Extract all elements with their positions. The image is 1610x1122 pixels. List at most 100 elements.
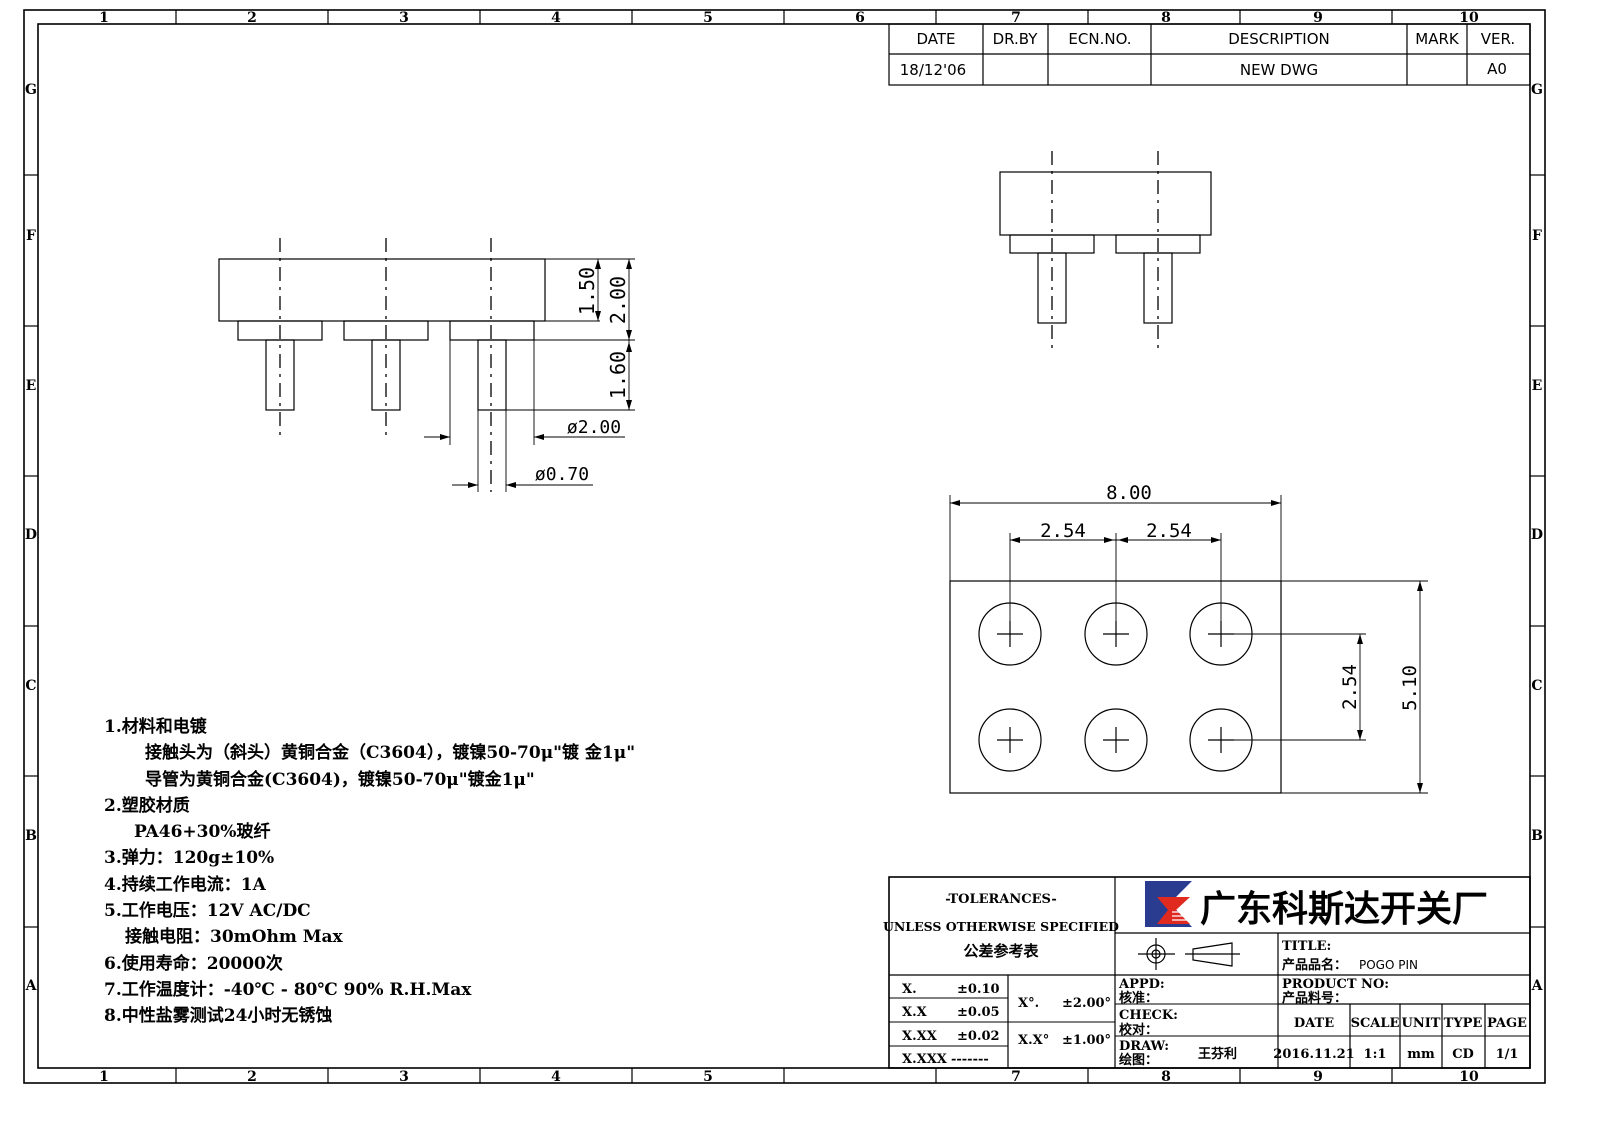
rev-header-date: DATE [916, 30, 955, 48]
technical-notes: 1.材料和电镀 接触头为（斜头）黄铜合金（C3604），镀镍50-70μ"镀 金… [104, 714, 635, 1030]
note-line: 8.中性盐雾测试24小时无锈蚀 [104, 1006, 333, 1027]
rev-date-value: 18/12'06 [900, 61, 966, 79]
revision-table: DATE DR.BY ECN.NO. DESCRIPTION MARK VER.… [888, 23, 1531, 86]
col-label-bottom-2: 2 [247, 1069, 257, 1085]
col-label-top-1: 1 [99, 10, 109, 26]
dim-body-height: 1.50 [575, 267, 599, 315]
dim-head-diameter: ø2.00 [567, 417, 621, 438]
drawer-name: 王芬利 [1198, 1046, 1237, 1062]
info-value-scale: 1:1 [1364, 1047, 1387, 1062]
col-label-bottom-1: 1 [99, 1069, 109, 1085]
appd-cn: 核准： [1119, 990, 1158, 1006]
top-view-body [949, 580, 1282, 794]
note-line: 3.弹力：120g±10% [104, 848, 275, 869]
dim-pin-length: 1.60 [606, 351, 630, 399]
row-label-right-d: D [1531, 527, 1543, 543]
dim-overall-width: 5.10 [1399, 665, 1421, 711]
info-header-scale: SCALE [1351, 1016, 1400, 1031]
col-label-bottom-9: 9 [1313, 1069, 1323, 1085]
dim-overall-length: 8.00 [1106, 482, 1152, 504]
col-label-bottom-7: 7 [1011, 1069, 1021, 1085]
pin-shaft-2 [371, 339, 401, 411]
pin-circles [978, 602, 1253, 772]
draw-cn: 绘图： [1119, 1052, 1158, 1068]
col-label-top-4: 4 [551, 10, 561, 26]
column-ticks [175, 10, 1393, 1083]
note-line: 1.材料和电镀 [104, 717, 207, 737]
tol-label-3: X.XXX [902, 1052, 948, 1067]
tol-value-1: ±0.05 [957, 1005, 1000, 1020]
tolerances-subtitle: UNLESS OTHERWISE SPECIFIED [883, 919, 1119, 934]
product-no-cn: 产品料号： [1282, 990, 1347, 1006]
note-line: 接触电阻：30mOhm Max [125, 927, 343, 948]
tol-label-0: X. [902, 982, 917, 997]
rev-ver-value: A0 [1487, 60, 1507, 78]
dim-pin-diameter: ø0.70 [535, 464, 589, 485]
product-no-label: PRODUCT NO: [1282, 977, 1389, 992]
col-label-top-2: 2 [247, 10, 257, 26]
note-line: 6.使用寿命：20000次 [104, 953, 283, 974]
col-label-bottom-10: 10 [1459, 1069, 1479, 1085]
tol-value-3: ------- [951, 1052, 989, 1067]
company-name: 广东科斯达开关厂 [1200, 889, 1488, 930]
side-view [999, 151, 1212, 352]
check-cn: 校对： [1119, 1022, 1158, 1038]
row-label-left-f: F [26, 228, 36, 244]
note-line: 4.持续工作电流：1A [104, 874, 266, 895]
rev-description-value: NEW DWG [1240, 61, 1318, 79]
col-label-bottom-8: 8 [1161, 1069, 1171, 1085]
row-label-left-d: D [25, 527, 37, 543]
pin-shaft-3 [477, 339, 507, 411]
col-label-top-9: 9 [1313, 10, 1323, 26]
note-line: 接触头为（斜头）黄铜合金（C3604），镀镍50-70μ"镀 金1μ" [145, 743, 636, 764]
note-line: 7.工作温度计：-40℃ - 80℃ 90% R.H.Max [104, 979, 472, 1000]
info-value-page: 1/1 [1496, 1047, 1519, 1062]
angle-label-1: X.X° [1018, 1033, 1049, 1048]
product-name-label: 产品品名： [1282, 957, 1347, 973]
pin-shaft-1 [265, 339, 295, 411]
row-label-right-a: A [1531, 978, 1544, 994]
dim-row-pitch: 2.54 [1339, 664, 1361, 710]
tol-value-2: ±0.02 [957, 1029, 1000, 1044]
tol-value-0: ±0.10 [957, 982, 1000, 997]
row-label-left-b: B [25, 828, 37, 844]
tolerances-title: -TOLERANCES- [945, 892, 1057, 907]
info-header-date: DATE [1294, 1016, 1334, 1031]
note-line: 导管为黄铜合金(C3604)，镀镍50-70μ"镀金1μ" [145, 769, 535, 790]
col-label-bottom-5: 5 [703, 1069, 713, 1085]
draw-label: DRAW: [1119, 1039, 1169, 1054]
rev-header-description: DESCRIPTION [1228, 30, 1330, 48]
note-line: 5.工作电压：12V AC/DC [104, 901, 311, 922]
check-label: CHECK: [1119, 1008, 1178, 1023]
projection-symbol-icon [1138, 938, 1240, 970]
front-view-body [218, 258, 546, 322]
rev-header-mark: MARK [1415, 30, 1460, 48]
pin-head-3 [449, 320, 535, 341]
tol-label-1: X.X [902, 1005, 928, 1020]
row-label-right-g: G [1531, 82, 1543, 98]
angle-value-1: ±1.00° [1062, 1033, 1111, 1048]
info-header-page: PAGE [1487, 1016, 1527, 1031]
info-value-unit: mm [1407, 1047, 1435, 1062]
title-label: TITLE: [1282, 939, 1331, 954]
info-value-type: CD [1452, 1047, 1474, 1062]
col-label-top-6: 6 [855, 10, 865, 26]
row-label-right-c: C [1531, 678, 1542, 694]
rev-header-drby: DR.BY [993, 30, 1039, 48]
title-block: -TOLERANCES- UNLESS OTHERWISE SPECIFIED … [883, 876, 1531, 1069]
dim-pitch-right: 2.54 [1146, 520, 1192, 542]
col-label-top-10: 10 [1459, 10, 1479, 26]
col-label-top-5: 5 [703, 10, 713, 26]
note-line: PA46+30%玻纤 [134, 822, 271, 843]
row-label-right-e: E [1532, 378, 1543, 394]
appd-label: APPD: [1118, 977, 1165, 992]
row-label-left-c: C [25, 678, 36, 694]
dim-total-height: 2.00 [606, 276, 630, 324]
col-label-bottom-4: 4 [551, 1069, 561, 1085]
dim-pitch-left: 2.54 [1040, 520, 1086, 542]
col-label-top-3: 3 [399, 10, 409, 26]
row-label-left-g: G [25, 82, 37, 98]
row-label-right-b: B [1531, 828, 1543, 844]
row-label-left-a: A [25, 978, 38, 994]
